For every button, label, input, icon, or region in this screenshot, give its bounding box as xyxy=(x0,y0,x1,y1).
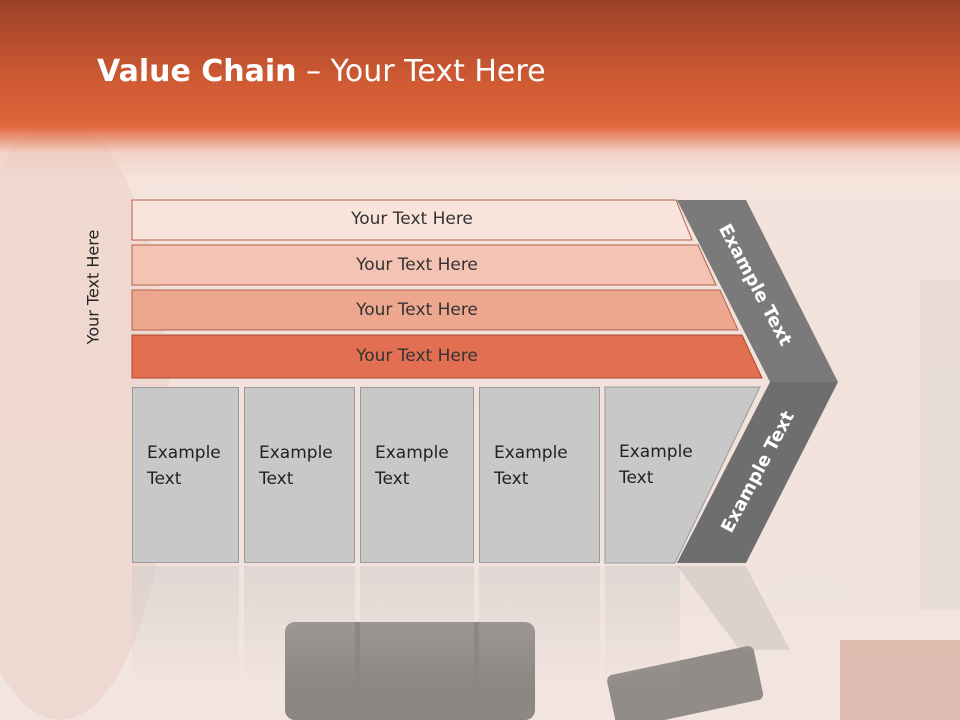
box-1: Example Text xyxy=(132,387,239,563)
row-1-shape xyxy=(131,199,693,241)
chevron-bottom-arm xyxy=(677,382,838,563)
box-1-reflection xyxy=(132,566,239,686)
box-5-text: Example Text xyxy=(605,387,725,563)
photo-keyboard xyxy=(285,622,535,720)
box-3-line1: Example xyxy=(375,443,449,463)
header-band xyxy=(0,0,960,180)
box-1-line1: Example xyxy=(147,443,221,463)
row-1-label: Your Text Here xyxy=(351,209,473,229)
page-title: Value Chain – Your Text Here xyxy=(97,54,546,89)
row-2-label: Your Text Here xyxy=(356,255,478,275)
photo-monitor-shape xyxy=(920,280,960,610)
chevron-top-arm xyxy=(677,200,838,382)
row-2-shape xyxy=(131,244,717,286)
title-rest: – Your Text Here xyxy=(296,54,546,89)
photo-person-shape xyxy=(0,120,170,720)
box-5-line2: Text xyxy=(619,468,654,488)
row-4-shape xyxy=(131,334,763,379)
box-2: Example Text xyxy=(244,387,355,563)
photo-book-stack xyxy=(840,640,960,720)
row-4-label: Your Text Here xyxy=(356,346,478,366)
box-4: Example Text xyxy=(479,387,600,563)
box-4-reflection xyxy=(479,566,600,686)
box-5-shape xyxy=(604,386,761,564)
row-3-label: Your Text Here xyxy=(356,300,478,320)
box-3: Example Text xyxy=(360,387,474,563)
photo-lamp-base xyxy=(770,578,850,602)
box-2-reflection xyxy=(244,566,355,686)
box-4-line1: Example xyxy=(494,443,568,463)
title-bold: Value Chain xyxy=(97,54,297,89)
box-5-line1: Example xyxy=(619,442,693,462)
box-3-line2: Text xyxy=(375,469,410,489)
photo-calculator xyxy=(607,646,764,720)
box-2-line1: Example xyxy=(259,443,333,463)
row-3-shape xyxy=(131,289,739,331)
box-5-reflection xyxy=(605,566,680,686)
chevron-reflection xyxy=(677,566,790,650)
box-3-reflection xyxy=(360,566,474,686)
box-1-line2: Text xyxy=(147,469,182,489)
box-2-line2: Text xyxy=(259,469,294,489)
box-4-line2: Text xyxy=(494,469,529,489)
